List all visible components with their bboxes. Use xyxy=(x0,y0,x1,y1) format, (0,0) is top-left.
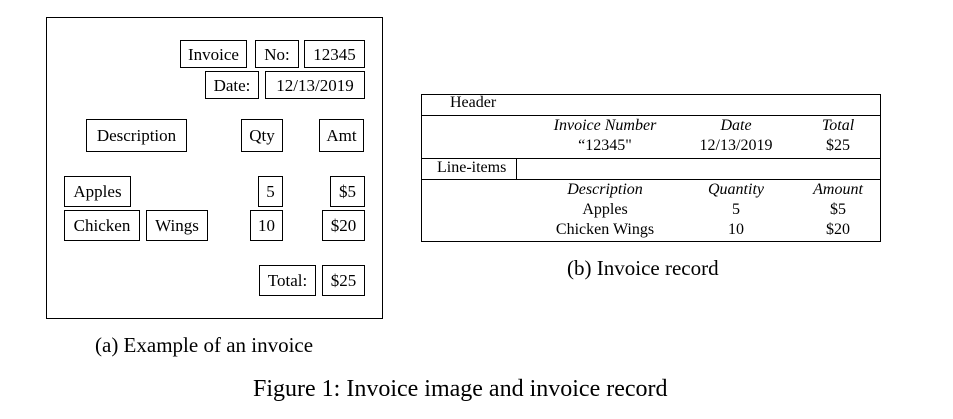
subfigure-caption-a: (a) Example of an invoice xyxy=(95,333,314,357)
invoice-item-desc-box: Chicken xyxy=(64,210,140,241)
record-section-divider xyxy=(516,158,517,179)
record-divider xyxy=(422,179,880,180)
record-divider xyxy=(422,115,880,116)
record-line-cell: 10 xyxy=(728,221,744,238)
invoice-record-table: Header Invoice Number Date Total “12345"… xyxy=(421,94,881,242)
invoice-item-amt-box: $5 xyxy=(330,176,365,207)
invoice-item-amt-box: $20 xyxy=(322,210,365,241)
invoice-qty-header-box: Qty xyxy=(241,119,283,152)
record-header-col: Date xyxy=(720,117,752,134)
invoice-label-box: Invoice xyxy=(180,40,247,68)
record-line-cell: $20 xyxy=(826,221,850,238)
record-line-col: Description xyxy=(567,181,643,198)
invoice-image-frame xyxy=(46,17,383,319)
record-line-col: Amount xyxy=(813,181,863,198)
record-line-cell: Chicken Wings xyxy=(555,221,655,238)
invoice-amt-header-box: Amt xyxy=(319,119,364,152)
figure-caption: Figure 1: Invoice image and invoice reco… xyxy=(253,376,668,402)
invoice-date-label-box: Date: xyxy=(205,71,259,99)
record-line-cell: Apples xyxy=(582,201,628,218)
invoice-date-value-box: 12/13/2019 xyxy=(265,71,365,99)
record-header-col: Invoice Number xyxy=(553,117,657,134)
invoice-total-value-box: $25 xyxy=(322,265,365,296)
record-divider xyxy=(422,158,880,159)
invoice-no-label-box: No: xyxy=(255,40,299,68)
record-line-cell: $5 xyxy=(830,201,846,218)
subfigure-caption-b: (b) Invoice record xyxy=(567,256,719,280)
record-line-cell: 5 xyxy=(732,201,740,218)
record-header-value: 12/13/2019 xyxy=(699,137,773,154)
record-header-label: Header xyxy=(450,94,497,111)
invoice-item-qty-box: 10 xyxy=(250,210,283,241)
record-line-col: Quantity xyxy=(708,181,764,198)
invoice-item-desc-box: Wings xyxy=(146,210,208,241)
invoice-item-qty-box: 5 xyxy=(258,176,283,207)
record-header-value: “12345" xyxy=(578,137,632,154)
record-header-col: Total xyxy=(821,117,855,134)
invoice-total-label-box: Total: xyxy=(259,265,316,296)
record-header-value: $25 xyxy=(826,137,850,154)
record-lineitems-label: Line-items xyxy=(437,159,507,176)
invoice-item-desc-box: Apples xyxy=(64,176,131,207)
invoice-description-header-box: Description xyxy=(86,119,187,152)
invoice-no-value-box: 12345 xyxy=(304,40,365,68)
